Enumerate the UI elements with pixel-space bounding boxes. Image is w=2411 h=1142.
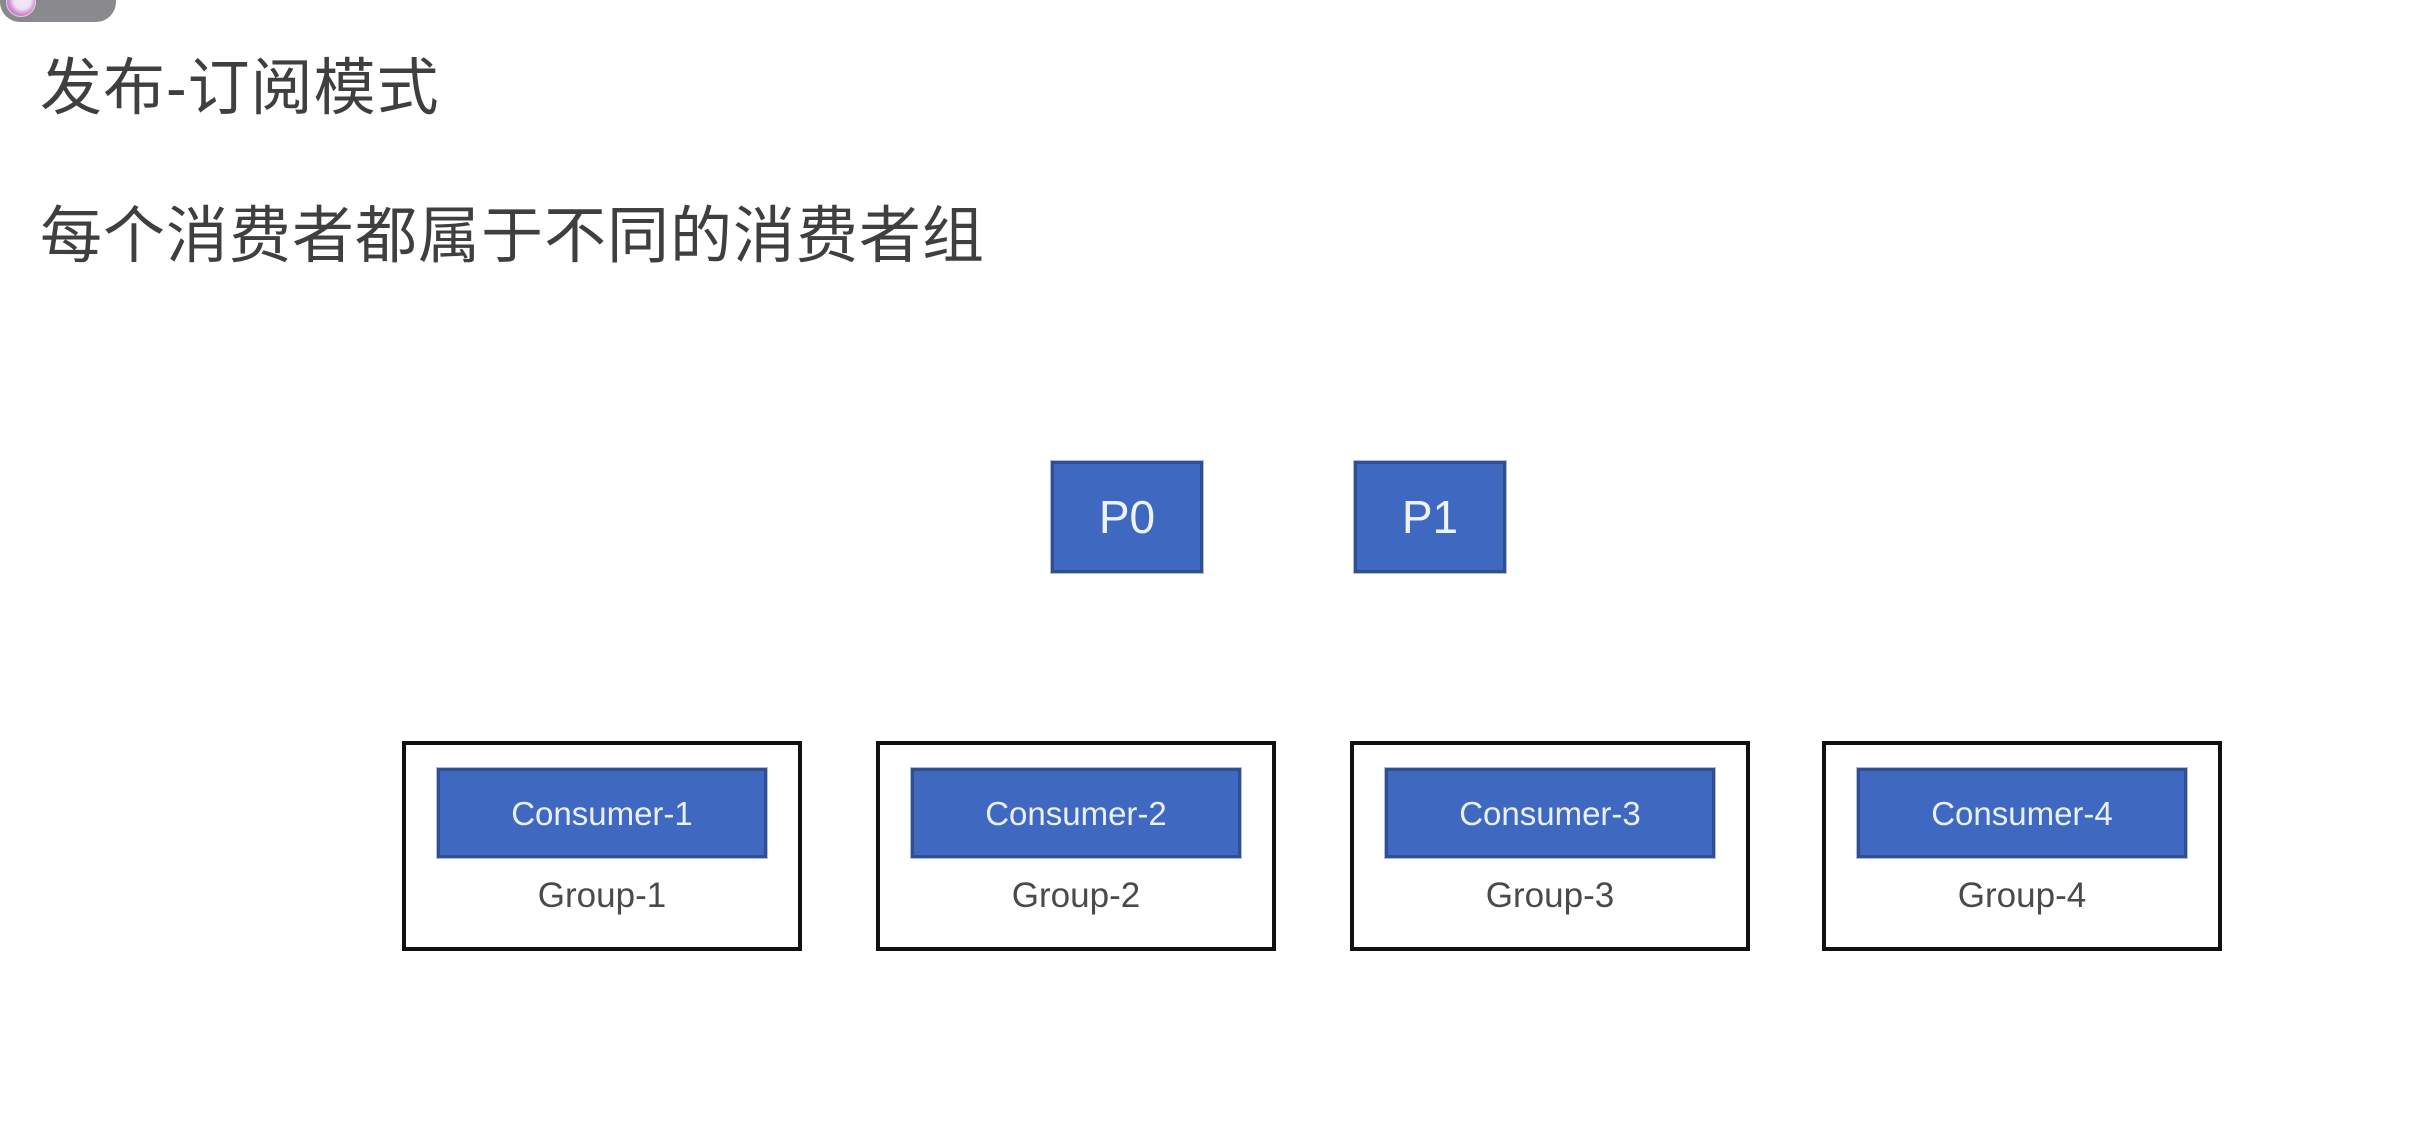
consumer-group-box: Consumer-3 Group-3 — [1350, 741, 1750, 951]
user-badge-pill[interactable] — [0, 0, 116, 22]
avatar — [6, 0, 36, 17]
consumer-box: Consumer-3 — [1385, 768, 1715, 858]
consumer-box: Consumer-4 — [1857, 768, 2187, 858]
consumer-box: Consumer-1 — [437, 768, 767, 858]
consumer-label: Consumer-2 — [985, 794, 1167, 832]
consumer-group-box: Consumer-1 Group-1 — [402, 741, 802, 951]
partition-label: P1 — [1401, 491, 1459, 543]
consumer-group-box: Consumer-2 Group-2 — [876, 741, 1276, 951]
group-label: Group-1 — [537, 876, 667, 915]
consumer-label: Consumer-1 — [511, 794, 693, 832]
partition-label: P0 — [1098, 491, 1156, 543]
consumer-label: Consumer-4 — [1931, 794, 2113, 832]
group-label: Group-4 — [1957, 876, 2087, 915]
group-label: Group-3 — [1485, 876, 1615, 915]
consumer-label: Consumer-3 — [1459, 794, 1641, 832]
group-label: Group-2 — [1011, 876, 1141, 915]
consumer-group-box: Consumer-4 Group-4 — [1822, 741, 2222, 951]
page-title: 发布-订阅模式 — [40, 54, 440, 123]
consumer-box: Consumer-2 — [911, 768, 1241, 858]
page-subtitle: 每个消费者都属于不同的消费者组 — [40, 202, 986, 271]
partition-box-p1: P1 — [1354, 461, 1506, 573]
partition-box-p0: P0 — [1051, 461, 1203, 573]
